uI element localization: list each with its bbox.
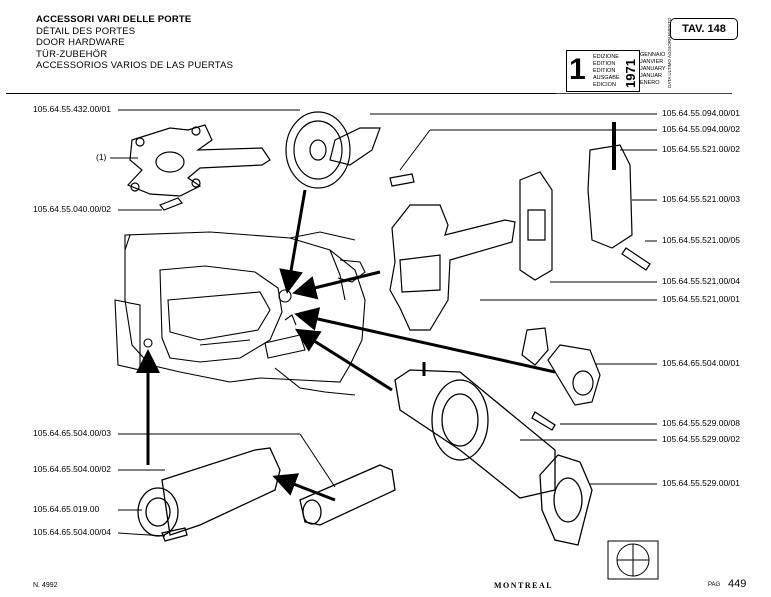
page-number: 449 (728, 578, 747, 590)
edition-month: JANUARY (640, 66, 666, 72)
header-rule (6, 93, 556, 94)
part-label: 105.64.55.529.00/08 (662, 418, 740, 428)
title-spanish: ACCESSORIOS VARIOS DE LAS PUERTAS (36, 60, 234, 71)
reference-arrows (136, 189, 556, 502)
edition-label: EDITION (593, 61, 616, 67)
title-german: TÜR-ZUBEHÖR (36, 48, 108, 60)
part-label: 105.64.55.521.00/02 (662, 144, 740, 154)
page-label: PAG (708, 582, 721, 588)
door-body (114, 231, 366, 396)
part-label: 105.64.65.504.00/02 (33, 464, 111, 474)
edition-label: AUSGABE (593, 75, 620, 81)
title-italian: ACCESSORI VARI DELLE PORTE (36, 14, 192, 25)
part-label: 105.64.55.432.00/01 (33, 104, 111, 114)
part-label: 105.64.55.529.00/02 (662, 434, 740, 444)
part-label: 105.64.55.529.00/01 (662, 478, 740, 488)
table-reference: TAV. 148 (670, 18, 738, 40)
door-check-roller (285, 111, 415, 189)
part-label: 105.64.65.504.00/03 (33, 428, 111, 438)
part-label: 105.64.65.019.00 (33, 504, 100, 514)
title-french: DÉTAIL DES PORTES (36, 25, 136, 37)
edition-label: EDIZIONE (593, 54, 619, 60)
part-label: 105.64.55.521,00/01 (662, 294, 740, 304)
edition-month: JANVIER (640, 59, 664, 65)
door-check-strap (389, 122, 651, 331)
title-english: DOOR HARDWARE (36, 37, 125, 48)
leader-line (399, 129, 431, 171)
door-hinge-part (126, 124, 271, 211)
door-lock-cylinder-assembly (137, 447, 396, 542)
manufacturer-badge (607, 540, 659, 580)
edition-months: GENNAIO JANVIER JANUARY JANUAR ENERO (640, 52, 666, 87)
edition-month: GENNAIO (640, 52, 666, 58)
edition-label: EDITION (593, 68, 616, 74)
part-label: (1) (96, 152, 107, 162)
part-label: 105.64.65.504.00/04 (33, 527, 111, 537)
edition-box: 1 EDIZIONE EDITION EDITION AUSGABE EDICI… (566, 50, 640, 92)
part-label: 105.64.55.521.00/03 (662, 194, 740, 204)
edition-labels: EDIZIONE EDITION EDITION AUSGABE EDICION (593, 54, 620, 89)
model-brand: MONTREAL (494, 581, 554, 590)
edition-month: JANUAR (640, 73, 663, 79)
document-number: N. 4992 (33, 582, 58, 589)
part-label: 105.64.55.094.00/01 (662, 108, 740, 118)
leader-line (299, 433, 336, 488)
page-header: ACCESSORI VARI DELLE PORTE DÉTAIL DES PO… (36, 14, 233, 72)
part-label: 105.64.55.521.00/05 (662, 235, 740, 245)
part-label: 105.64.55.094.00/02 (662, 124, 740, 134)
door-sleeve-assembly (394, 362, 593, 546)
part-label: 105.64.65.504.00/01 (662, 358, 740, 368)
door-lock-part (521, 327, 601, 406)
part-label: 105.64.55.040.00/02 (33, 204, 111, 214)
part-label: 105.64.55.521.00/04 (662, 276, 740, 286)
edition-number: 1 (569, 53, 586, 86)
edition-month: ENERO (640, 80, 660, 86)
edition-label: EDICION (593, 82, 616, 88)
header-rule-thin (556, 93, 732, 94)
